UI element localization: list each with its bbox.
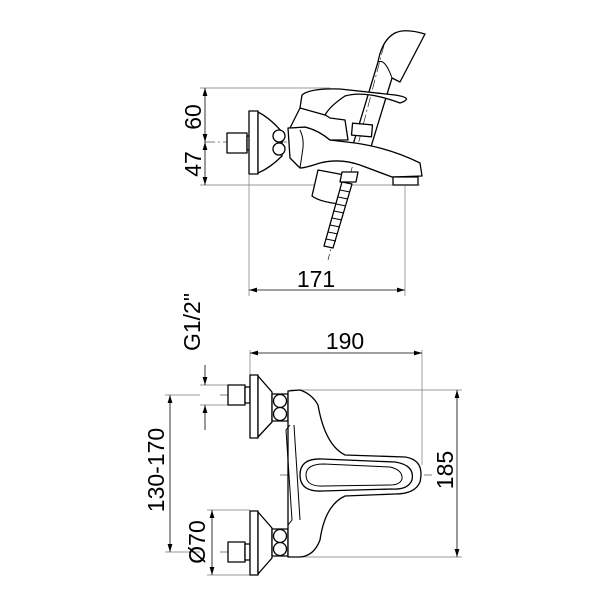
dim-label-190: 190 bbox=[326, 328, 364, 354]
inlet-nut-bottom bbox=[227, 541, 246, 563]
dim-label-thread: G1/2" bbox=[179, 293, 205, 351]
side-view: 60 47 171 bbox=[180, 30, 426, 296]
lever bbox=[299, 88, 407, 116]
dim-label-171: 171 bbox=[297, 266, 335, 292]
dim-label-60: 60 bbox=[180, 104, 206, 130]
inlet-nut bbox=[226, 132, 248, 154]
dim-label-185: 185 bbox=[432, 451, 458, 489]
spout-outlet bbox=[392, 176, 419, 186]
hose-nut bbox=[339, 171, 359, 183]
dim-label-47: 47 bbox=[180, 151, 206, 177]
wall-flange-bottom bbox=[249, 510, 259, 576]
inlet-nut-top bbox=[227, 384, 246, 406]
dim-label-diameter-70: Ø70 bbox=[184, 520, 210, 563]
wall-flange bbox=[248, 110, 259, 175]
dim-label-130-170: 130-170 bbox=[143, 428, 169, 512]
wall-flange-top bbox=[249, 374, 259, 439]
front-view: 190 G1/2" 130-170 185 Ø70 bbox=[143, 293, 462, 576]
